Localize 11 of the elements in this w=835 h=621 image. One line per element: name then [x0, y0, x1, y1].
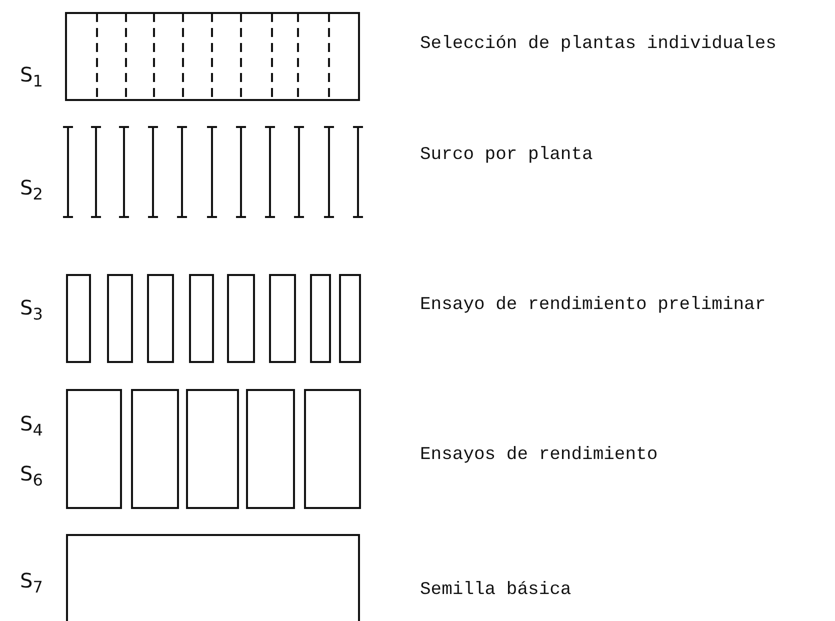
stage-description: Semilla básica: [420, 581, 572, 599]
stage-description: Surco por planta: [420, 146, 593, 164]
stage-description: Selección de plantas individuales: [420, 35, 776, 53]
stage-description: Ensayos de rendimiento: [420, 446, 658, 464]
generation-label: S$_{7}$: [20, 570, 43, 596]
generation-label: S$_{4}$: [20, 414, 43, 438]
generation-label: S$_{1}$: [20, 64, 43, 90]
generation-label: S$_{2}$: [20, 178, 43, 202]
generation-label: S$_{3}$: [20, 298, 43, 322]
generation-label: S$_{6}$: [20, 464, 43, 488]
stage-description: Ensayo de rendimiento preliminar: [420, 296, 766, 314]
